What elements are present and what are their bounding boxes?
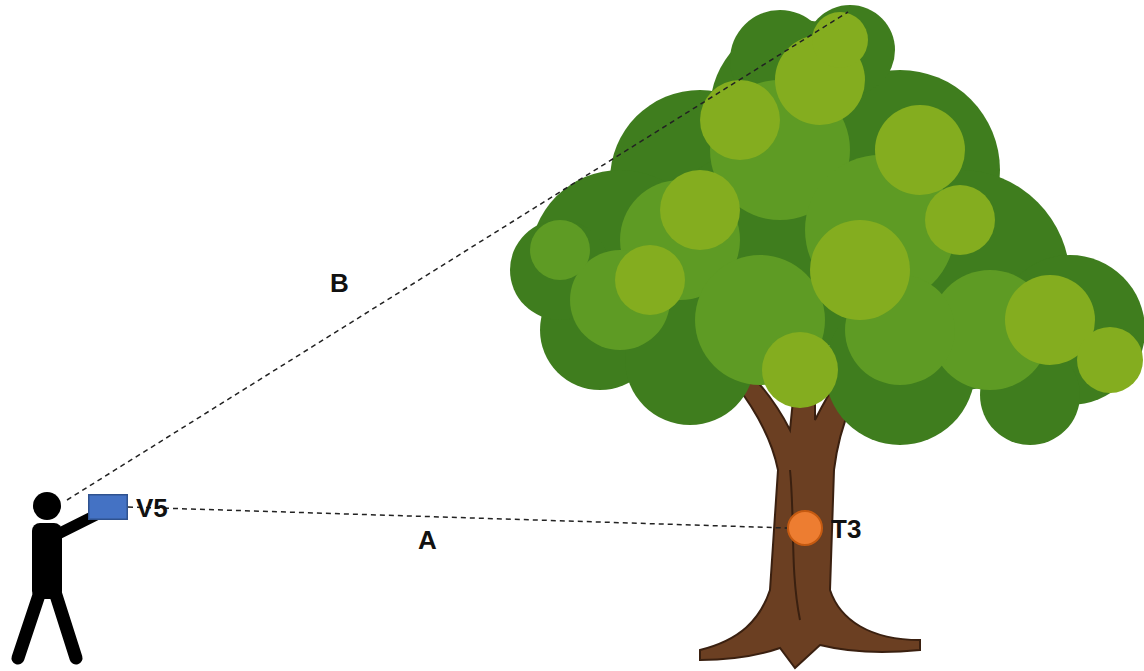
line-label: A — [418, 527, 437, 553]
rect-shape — [89, 495, 128, 520]
node-outline — [88, 494, 128, 520]
tree-canopy — [510, 5, 1144, 445]
tree-canopy-light — [615, 12, 1143, 408]
target-circle: T3 — [787, 510, 823, 546]
line-label: B — [330, 270, 349, 296]
sight-line — [67, 12, 848, 500]
trunk-detail — [790, 470, 800, 620]
person-leg — [18, 592, 40, 658]
node-label: T3 — [831, 516, 861, 542]
node-label: V5 — [136, 495, 168, 521]
node-outline — [787, 510, 823, 546]
dashed-connector — [128, 507, 787, 528]
device-box: V5 — [88, 494, 128, 520]
circle-shape — [788, 511, 822, 545]
person-head — [33, 492, 61, 520]
person-leg — [55, 592, 76, 658]
person-figure — [18, 492, 98, 658]
